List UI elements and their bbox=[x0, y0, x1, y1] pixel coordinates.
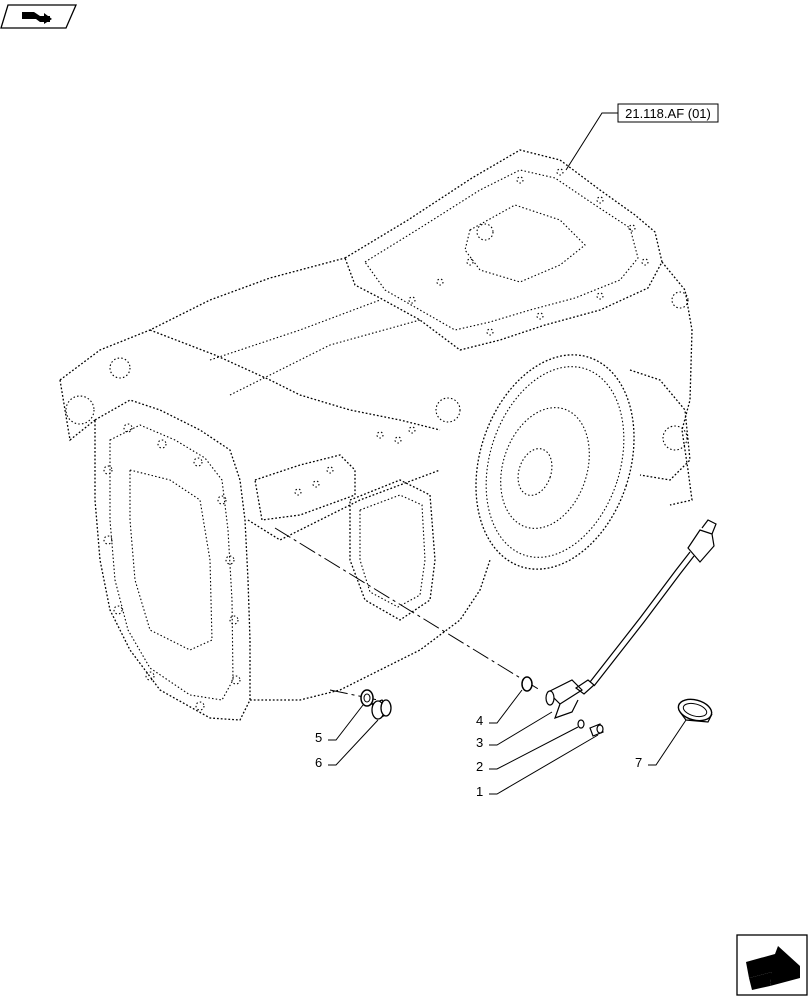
callout-6[interactable]: 6 bbox=[315, 719, 379, 770]
callout-label-4: 4 bbox=[476, 713, 483, 728]
transmission-housing bbox=[59, 149, 693, 721]
callout-2[interactable]: 2 bbox=[476, 726, 579, 774]
callout-label-6: 6 bbox=[315, 755, 322, 770]
callout-1[interactable]: 1 bbox=[476, 734, 599, 799]
next-page-arrow-icon[interactable] bbox=[736, 934, 808, 996]
part-plug[interactable] bbox=[371, 699, 392, 720]
callout-7[interactable]: 7 bbox=[635, 719, 687, 770]
callout-5[interactable]: 5 bbox=[315, 704, 364, 745]
part-washer[interactable] bbox=[577, 719, 585, 729]
callout-label-5: 5 bbox=[315, 730, 322, 745]
part-speed-sensor[interactable] bbox=[545, 519, 717, 719]
flange-bolt-holes bbox=[103, 168, 649, 711]
reference-label-box[interactable]: 21.118.AF (01) bbox=[565, 103, 719, 171]
callout-label-2: 2 bbox=[476, 759, 483, 774]
page-turn-icon[interactable] bbox=[0, 4, 77, 29]
callout-label-7: 7 bbox=[635, 755, 642, 770]
callout-label-3: 3 bbox=[476, 735, 483, 750]
assembly-axis-line bbox=[274, 527, 541, 691]
callout-label-1: 1 bbox=[476, 784, 483, 799]
part-screw[interactable] bbox=[589, 723, 604, 737]
callout-4[interactable]: 4 bbox=[476, 689, 523, 728]
callout-3[interactable]: 3 bbox=[476, 711, 553, 750]
part-o-ring[interactable] bbox=[521, 676, 533, 692]
reference-label: 21.118.AF (01) bbox=[625, 106, 711, 121]
part-seal-ring[interactable] bbox=[360, 689, 374, 707]
part-hose-clamp[interactable] bbox=[676, 696, 714, 724]
